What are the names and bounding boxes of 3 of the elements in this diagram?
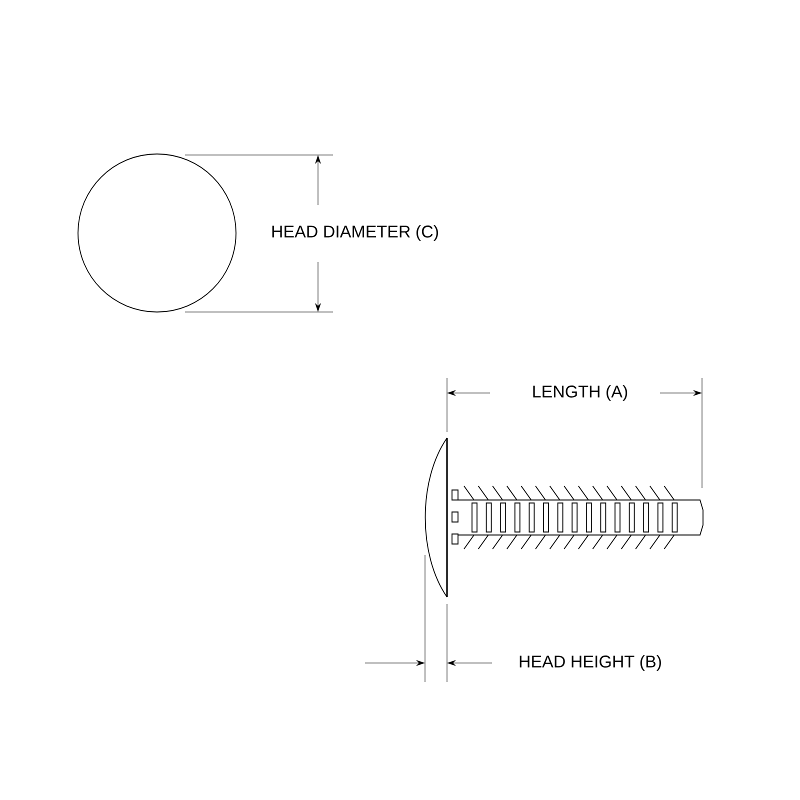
dimension-label: HEAD DIAMETER (C) xyxy=(272,225,438,241)
dimension-label: HEAD HEIGHT (B) xyxy=(520,655,661,671)
dimension-label: LENGTH (A) xyxy=(533,385,628,401)
